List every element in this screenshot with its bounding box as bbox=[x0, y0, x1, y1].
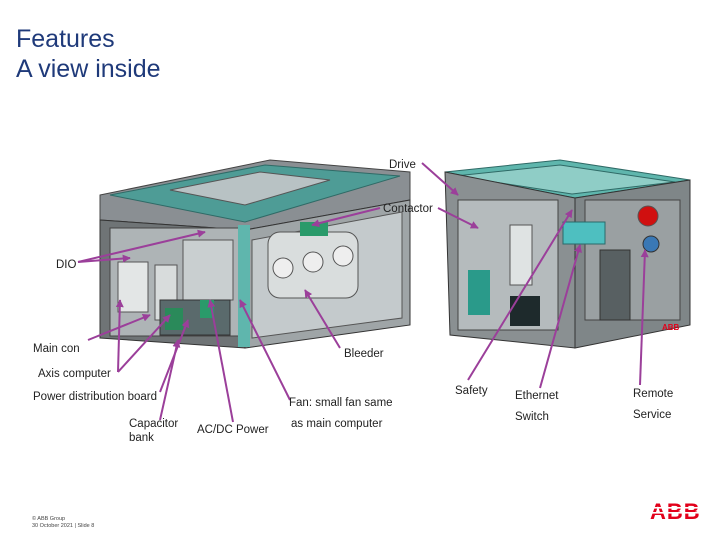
footer-date-slide: 30 October 2021 | Slide 8 bbox=[32, 523, 95, 529]
footer-copyright: © ABB Group bbox=[32, 516, 66, 522]
label-fan-line-2: as main computer bbox=[291, 418, 383, 430]
label-switch: Switch bbox=[515, 411, 549, 423]
label-bleeder: Bleeder bbox=[344, 348, 384, 360]
left-cabinet bbox=[99, 159, 411, 349]
label-ethernet: Ethernet bbox=[515, 390, 559, 402]
label-fan-line-1: Fan: small fan same bbox=[289, 397, 393, 409]
label-remote: Remote bbox=[633, 388, 674, 400]
label-axis-computer: Axis computer bbox=[38, 368, 111, 380]
right-cabinet: ABB bbox=[444, 159, 691, 349]
label-capacitor-bank: Capacitor bank bbox=[129, 417, 178, 445]
label-ac-dc-power: AC/DC Power bbox=[197, 424, 269, 436]
svg-text:ABB: ABB bbox=[662, 323, 680, 332]
title-line-1: Features bbox=[16, 25, 115, 53]
label-contactor: Contactor bbox=[383, 203, 433, 215]
label-dio: DIO bbox=[56, 259, 77, 271]
label-power-distribution-board: Power distribution board bbox=[33, 391, 158, 403]
title-line-2: A view inside bbox=[16, 55, 161, 83]
label-bank-line: bank bbox=[129, 432, 154, 444]
label-drive: Drive bbox=[389, 159, 416, 171]
abb-logo-text: ABB bbox=[650, 499, 701, 523]
label-capacitor-line: Capacitor bbox=[129, 418, 179, 430]
label-safety: Safety bbox=[455, 385, 488, 397]
abb-logo: ABB bbox=[650, 499, 706, 523]
label-service: Service bbox=[633, 409, 672, 421]
label-main-con: Main con bbox=[33, 343, 80, 355]
footer: © ABB Group 30 October 2021 | Slide 8 bbox=[32, 516, 94, 530]
callout-lines bbox=[77, 162, 649, 423]
slide-title: Features A view inside bbox=[16, 24, 161, 84]
